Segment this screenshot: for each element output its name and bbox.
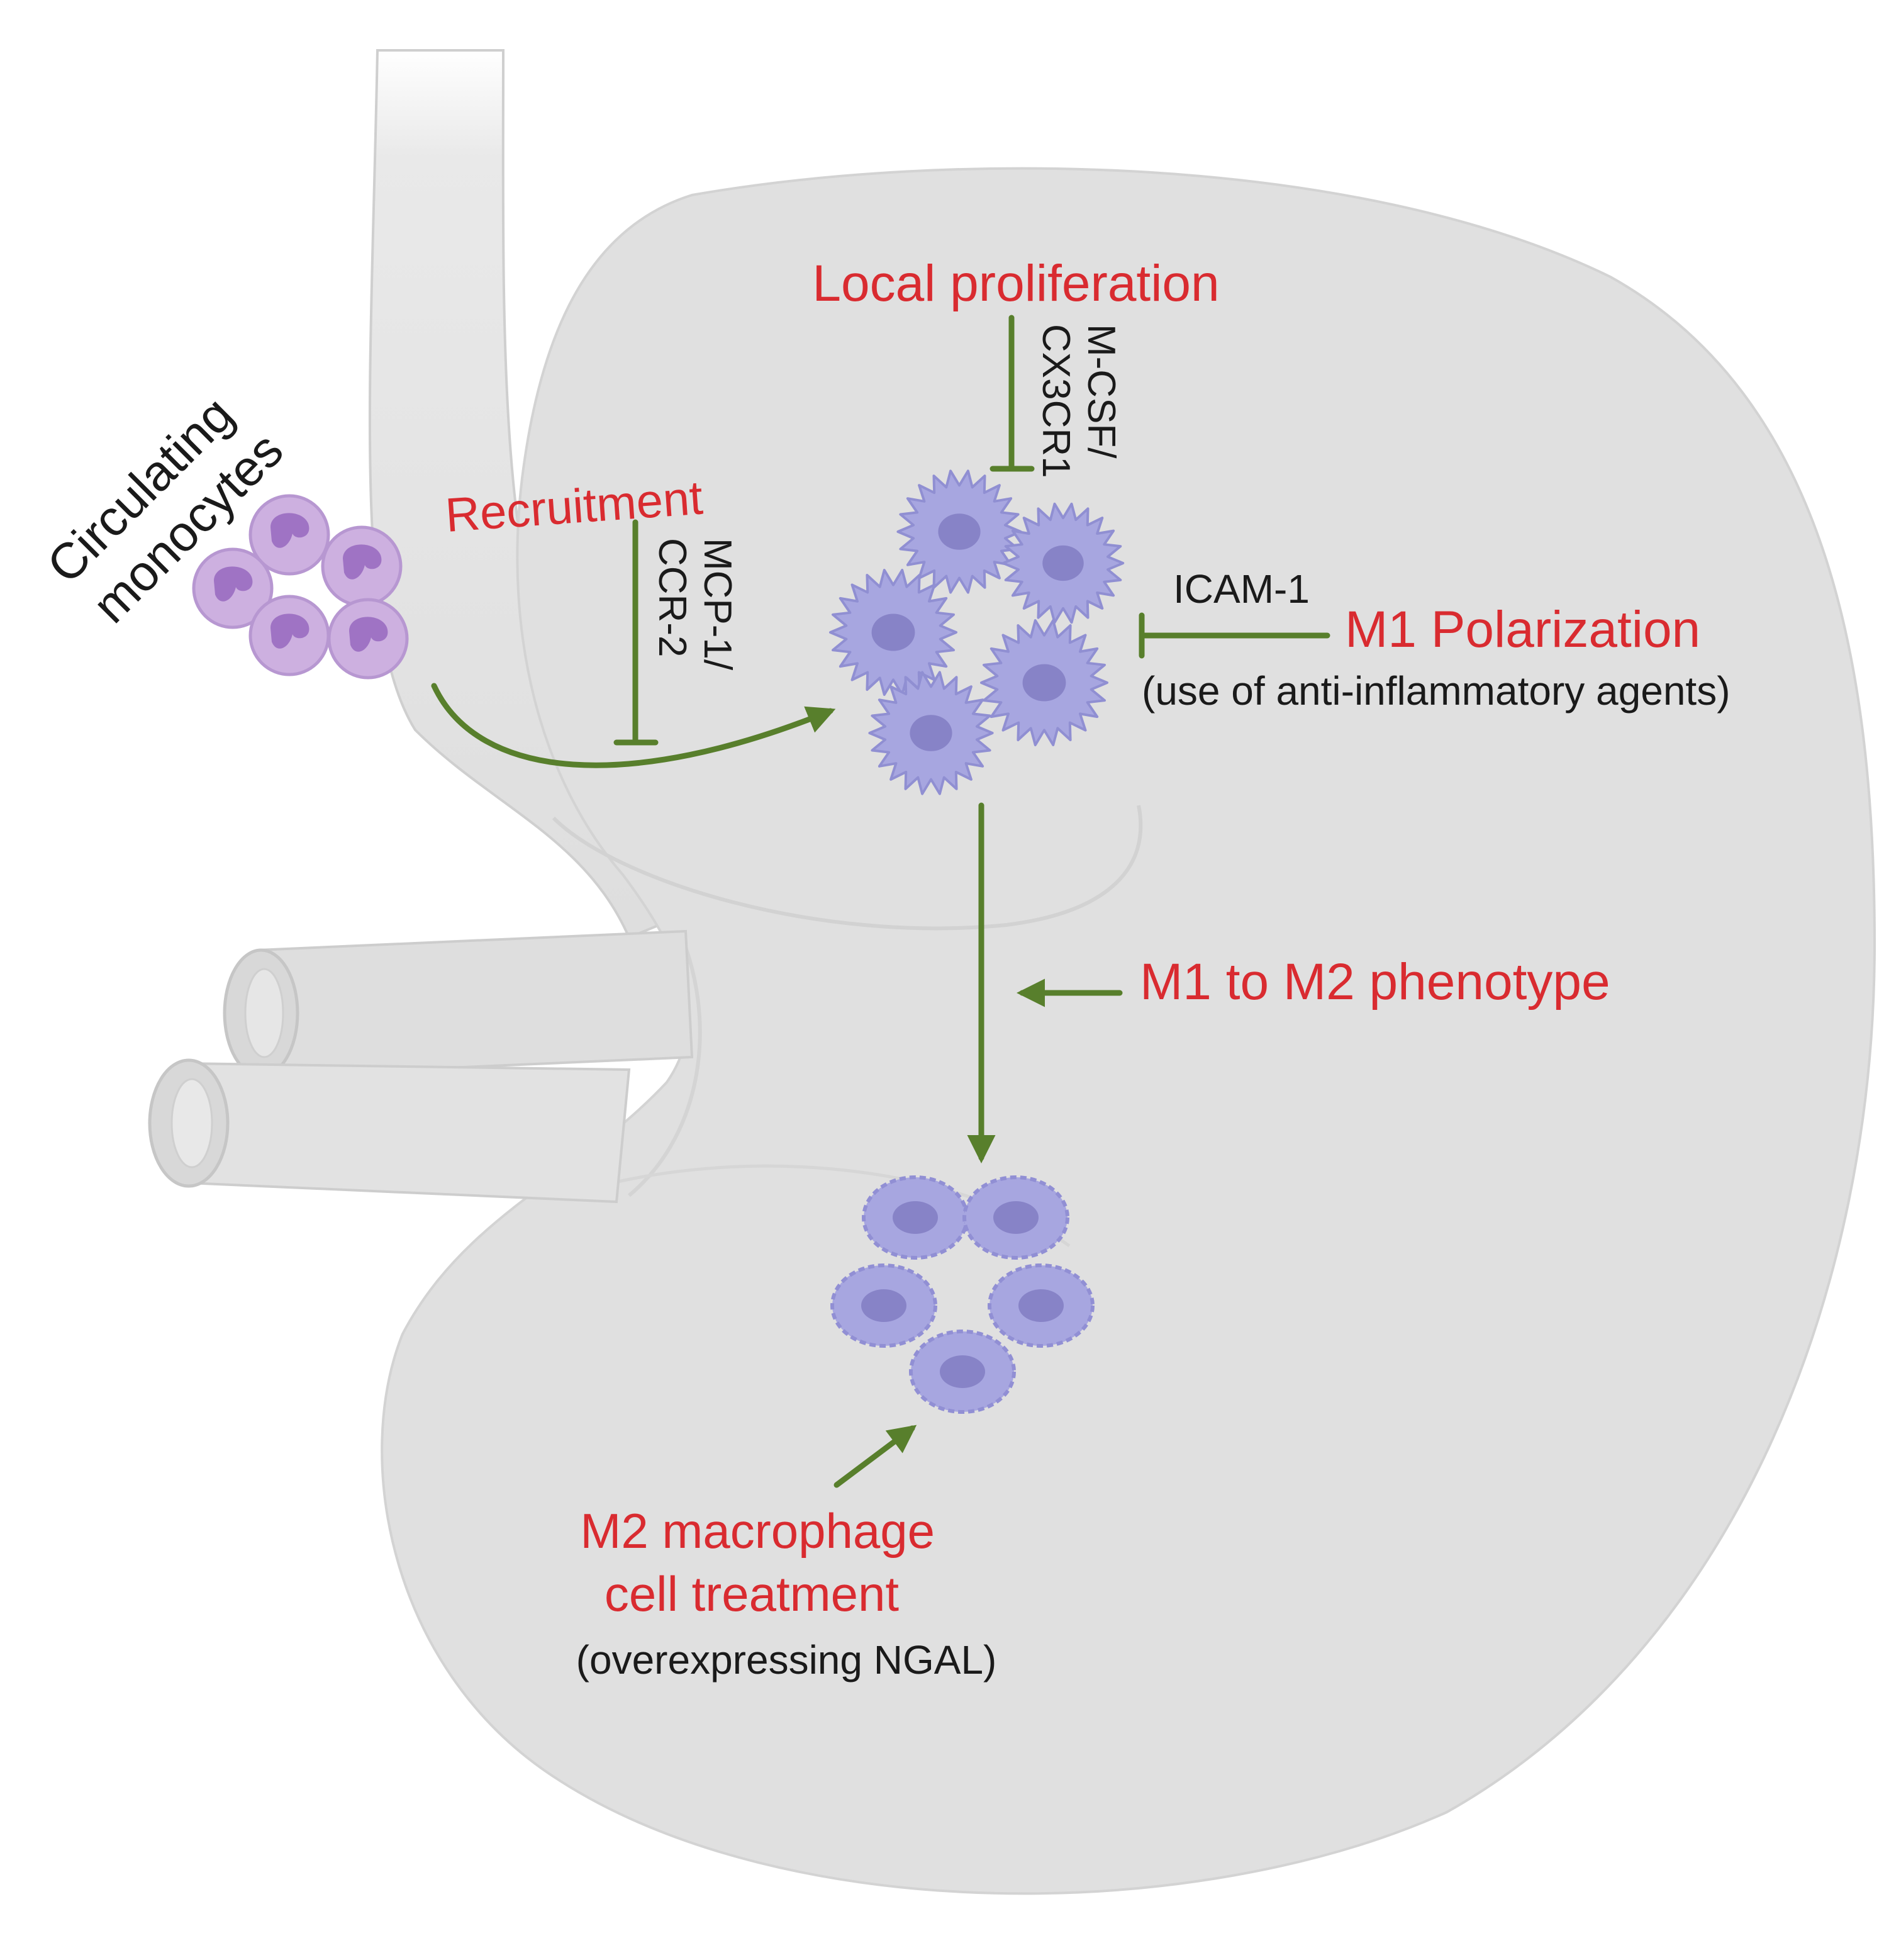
- mcsf-label-line2: CX3CR1: [1034, 324, 1078, 478]
- mcsf-cx3cr1-label: M-CSF/ CX3CR1: [1034, 324, 1123, 478]
- m2-treatment-label: M2 macrophage cell treatment: [580, 1503, 948, 1621]
- kidney-body: [381, 167, 1876, 1895]
- mcp1-label-line1: MCP-1/: [696, 538, 739, 671]
- m2-macrophage-cluster: [830, 1175, 1095, 1414]
- mcp1-label-line2: CCR-2: [650, 538, 694, 657]
- renal-vessel-lower: [148, 1058, 631, 1204]
- m2-treatment-arrow: [833, 1425, 917, 1488]
- monocyte-cell: [248, 595, 330, 676]
- ngal-label: (overexpressing NGAL): [576, 1637, 997, 1683]
- m1-polarization-label: M1 Polarization: [1345, 601, 1700, 658]
- m2-macrophage-cell: [962, 1175, 1069, 1260]
- renal-vessel-upper: [223, 929, 694, 1078]
- m1-macrophage-cell: [868, 671, 994, 795]
- local-proliferation-label: Local proliferation: [812, 255, 1219, 312]
- icam1-label: ICAM-1: [1173, 566, 1310, 612]
- monocyte-cell: [192, 547, 274, 629]
- monocyte-cell: [248, 494, 330, 576]
- m1-macrophage-cell: [1001, 502, 1125, 624]
- monocyte-cell: [321, 525, 403, 607]
- m1-macrophage-cell: [896, 469, 1022, 594]
- arrows: [431, 315, 1330, 1488]
- hilum-contour-2: [628, 930, 702, 1197]
- m2-label-line2: cell treatment: [605, 1566, 900, 1621]
- m1-macrophage-cell: [829, 569, 957, 696]
- anti-inflammatory-label: (use of anti-inflammatory agents): [1142, 668, 1731, 714]
- m2-label-line1: M2 macrophage: [580, 1503, 935, 1559]
- m2-macrophage-cell: [988, 1263, 1095, 1348]
- kidney-anatomy: [148, 49, 1876, 1895]
- m1-to-m2-label: M1 to M2 phenotype: [1140, 953, 1610, 1011]
- m1-macrophage-cluster: [829, 469, 1125, 795]
- labels: Circulating monocytes Recruitment MCP-1/…: [36, 255, 1731, 1683]
- m2-macrophage-cell: [830, 1263, 937, 1348]
- recruitment-arrow: [431, 683, 836, 768]
- m1-macrophage-cell: [980, 619, 1108, 746]
- circulating-monocytes: [192, 494, 409, 680]
- m2-macrophage-cell: [862, 1175, 969, 1260]
- m2-macrophage-cell: [909, 1330, 1016, 1414]
- monocyte-cell: [327, 598, 409, 680]
- mcsf-label-line1: M-CSF/: [1079, 324, 1123, 459]
- mcp1-ccr2-label: MCP-1/ CCR-2: [650, 538, 739, 681]
- hilum-contour: [552, 805, 1143, 931]
